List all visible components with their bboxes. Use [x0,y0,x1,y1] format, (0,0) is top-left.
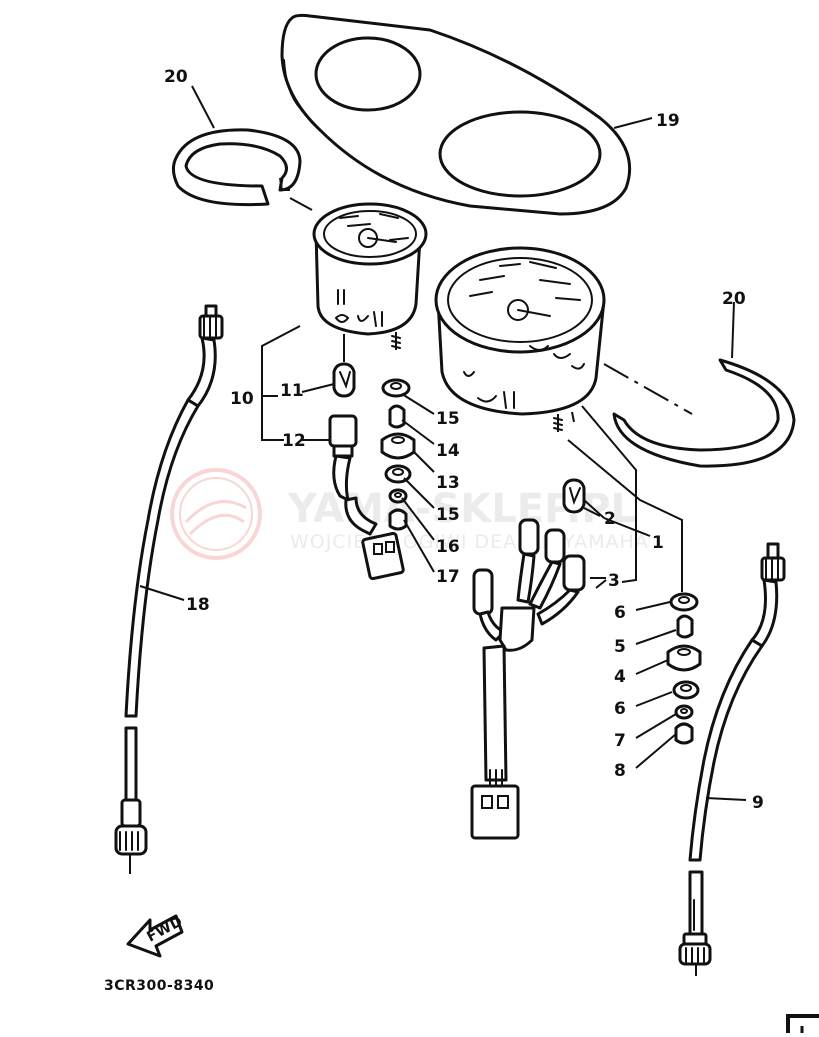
callout-9: 9 [752,793,764,813]
leader-lines [261,117,735,592]
callout-11: 11 [280,381,304,401]
speedometer-cable-9 [678,542,786,976]
grommet-4 [666,644,702,672]
yamaha-logo-icon [170,468,262,560]
callout-19: 19 [656,111,680,131]
callout-13: 13 [436,473,460,493]
callout-6-lower: 6 [614,699,626,719]
callout-4: 4 [614,667,626,687]
tachometer-cable-18 [114,304,224,874]
washer-6-upper [669,592,699,612]
callout-1: 1 [652,533,664,553]
bulb-2 [562,478,586,514]
callout-17: 17 [436,567,460,587]
callout-7: 7 [614,731,626,751]
tachometer-gauge [312,202,428,350]
callout-10: 10 [230,389,254,409]
callout-20-right: 20 [722,289,746,309]
washer-15-upper [381,378,411,398]
callout-15-upper: 15 [436,409,460,429]
callout-labels: 20 19 20 10 11 12 15 14 13 15 16 17 2 1 … [164,67,764,813]
collar-5 [676,614,694,639]
corner-frame-mark [786,1014,819,1033]
bulb-11 [332,362,356,398]
fwd-arrow-icon: FWD [126,913,186,958]
callout-8: 8 [614,761,626,781]
callout-12: 12 [282,431,306,451]
washer-6-lower [672,680,700,700]
drawing-code: 3CR300-8340 [104,978,214,994]
bulb-socket-harness-3 [470,518,586,840]
callout-5: 5 [614,637,626,657]
callout-leaders [139,85,747,801]
callout-6-upper: 6 [614,603,626,623]
callout-15-lower: 15 [436,505,460,525]
callout-20-left: 20 [164,67,188,87]
collar-14 [388,404,406,429]
speedometer-gauge [434,246,606,432]
instrument-panel-cover [280,13,632,216]
callout-14: 14 [436,441,460,461]
bezel-ring-left [171,128,302,207]
grommet-13 [380,432,416,460]
watermark-subtitle: WOJCIECH OGIWI DEALER YAMAHA [290,531,649,553]
bezel-ring-right [612,358,796,468]
spring-washer-7 [674,704,694,720]
callout-2: 2 [604,509,616,529]
callout-3: 3 [608,571,620,591]
callout-16: 16 [436,537,460,557]
callout-18: 18 [186,595,210,615]
bulb-socket-cord-12 [328,414,405,581]
nut-8 [674,722,694,745]
nut-17 [388,508,408,531]
